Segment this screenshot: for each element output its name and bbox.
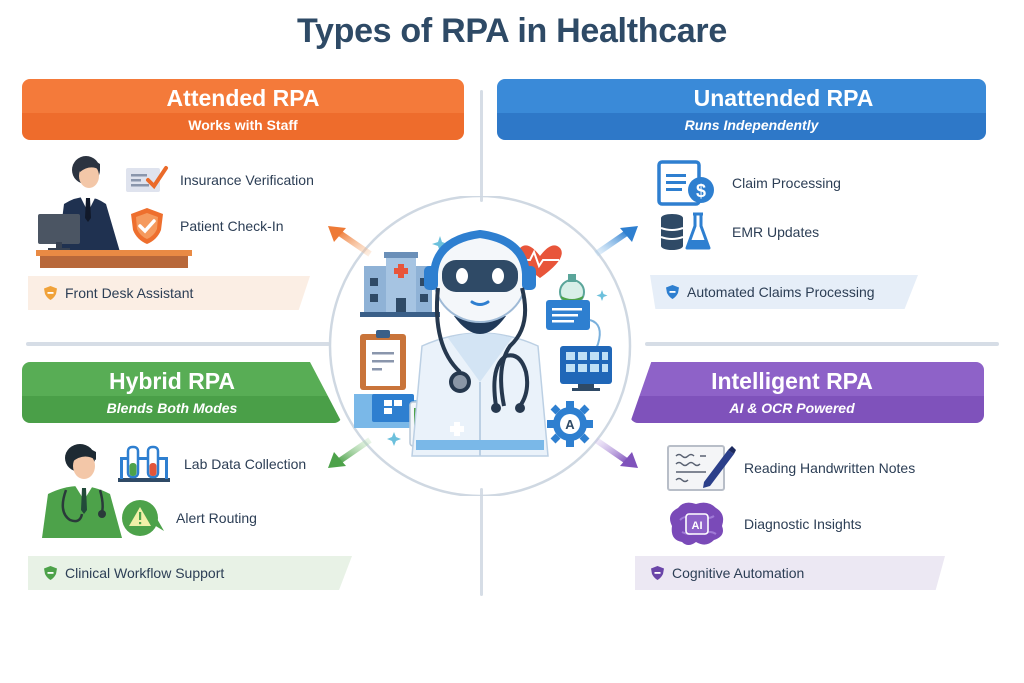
folder-icon [354,394,422,428]
invoice-dollar-icon: $ [656,160,718,206]
robot-doctor-icon [411,229,549,457]
center-ring [328,196,632,496]
arrow-to-hybrid-icon [328,437,372,468]
intelligent-item-diagnostic-insights: AI Diagnostic Insights [666,500,862,548]
flask-icon [559,274,585,305]
unattended-rpa-banner: Unattended RPA Runs Independently [497,79,986,140]
attended-item-patient-check-in: Patient Check-In [124,206,284,246]
hybrid-item-label: Alert Routing [176,510,257,526]
hybrid-item-alert-routing: Alert Routing [120,498,257,538]
heart-pulse-icon [518,245,562,278]
shield-icon [44,286,57,300]
arrow-to-attended-icon [328,226,372,257]
intelligent-item-label: Reading Handwritten Notes [744,460,916,476]
intelligent-rpa-banner: Intelligent RPA AI & OCR Powered [630,362,984,423]
intelligent-tag-label: Cognitive Automation [672,565,805,581]
notepad-pen-icon [666,444,736,492]
unattended-item-label: EMR Updates [732,224,820,240]
test-tubes-icon [116,444,172,484]
hospital-icon [360,252,440,317]
warning-bubble-icon [120,498,166,538]
intelligent-rpa-title: Intelligent RPA [630,362,984,396]
unattended-tag-label: Automated Claims Processing [687,284,875,300]
attended-tag: Front Desk Assistant [28,276,310,310]
arrow-to-unattended-icon [594,226,638,257]
hybrid-tag-label: Clinical Workflow Support [65,565,225,581]
divider-vertical-top [480,90,483,202]
svg-text:$: $ [696,181,706,201]
sparkle-icon [387,432,401,446]
center-illustration: A [328,196,632,496]
shield-check-icon [124,206,170,246]
unattended-rpa-title: Unattended RPA [497,79,986,113]
hybrid-item-lab-data-collection: Lab Data Collection [116,444,306,484]
unattended-rpa-subtitle: Runs Independently [497,113,986,140]
attended-tag-label: Front Desk Assistant [65,285,194,301]
divider-horizontal-left [26,342,330,346]
attended-rpa-banner: Attended RPA Works with Staff [22,79,464,140]
attended-item-insurance-verification: Insurance Verification [124,160,314,200]
hybrid-rpa-banner: Hybrid RPA Blends Both Modes [22,362,342,423]
document-check-icon [124,160,170,200]
attended-item-label: Patient Check-In [180,218,284,234]
unattended-tag: Automated Claims Processing [650,275,918,309]
hybrid-rpa-title: Hybrid RPA [22,362,342,396]
hybrid-tag: Clinical Workflow Support [28,556,352,590]
shield-icon [666,285,679,299]
database-flask-icon [660,212,716,252]
intelligent-rpa-subtitle: AI & OCR Powered [630,396,984,423]
hybrid-rpa-subtitle: Blends Both Modes [22,396,342,423]
divider-vertical-bottom [480,488,483,596]
monitor-icon [560,346,612,391]
clipboard-icon [360,330,406,390]
hybrid-item-label: Lab Data Collection [184,456,307,472]
svg-text:AI: AI [692,520,703,532]
sparkle-icon [596,290,608,301]
page-title: Types of RPA in Healthcare [297,12,727,50]
gear-a-icon: A [547,401,593,447]
unattended-item-emr-updates: EMR Updates [660,212,819,252]
sparkle-icon [432,236,448,252]
intelligent-item-reading-handwritten-notes: Reading Handwritten Notes [666,444,915,492]
doctor-icon [42,444,122,538]
svg-text:A: A [565,417,575,432]
shield-icon [44,566,57,580]
divider-horizontal-right [645,342,999,346]
arrow-to-intelligent-icon [594,437,638,468]
front-desk-staff-icon [36,156,192,268]
ai-brain-icon: AI [666,500,728,548]
shield-icon [651,566,664,580]
unattended-item-label: Claim Processing [732,175,841,191]
attended-rpa-subtitle: Works with Staff [22,113,464,140]
attended-item-label: Insurance Verification [180,172,314,188]
attended-rpa-title: Attended RPA [22,79,464,113]
intelligent-tag: Cognitive Automation [635,556,945,590]
intelligent-item-label: Diagnostic Insights [744,516,862,532]
unattended-item-claim-processing: $ Claim Processing [656,160,841,206]
